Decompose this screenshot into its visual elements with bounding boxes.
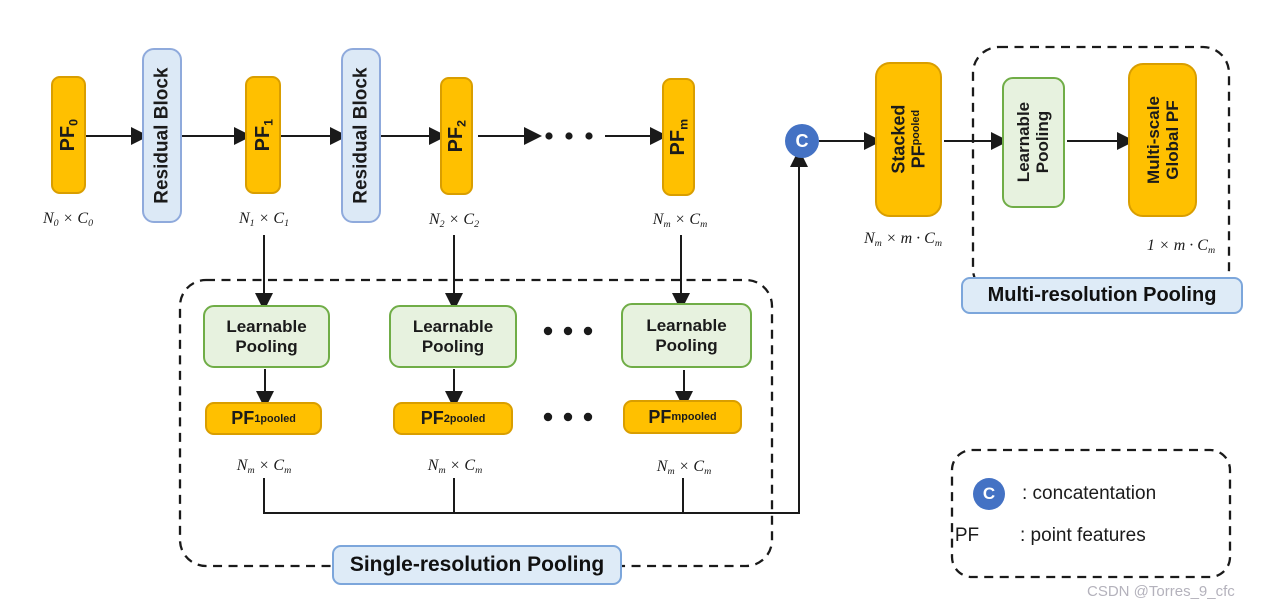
dim-nmcm-3: Nm × Cm [656,458,712,477]
stacked-pf-pooled-box: Stacked PFpooled [875,62,942,217]
lp1-line1: Learnable [226,317,307,337]
ellipsis-dots [543,132,593,422]
global-pf-line2: Global PF [1162,100,1182,180]
single-res-learnable-pooling-2: Learnable Pooling [389,305,517,368]
dim-n0c0: N0 × C0 [42,210,94,229]
dim-1-m-cm: 1 × m · Cm [1146,237,1216,256]
pf2-box: PF2 [440,77,473,195]
pf2-label: PF2 [445,119,469,153]
pf0-box: PF0 [51,76,86,194]
multi-res-learnable-pooling-box: Learnable Pooling [1002,77,1065,208]
pfm-box: PFm [662,78,695,196]
concat-node: C [785,124,819,158]
dim-n1c1: N1 × C1 [238,210,290,229]
pf1-label: PF1 [251,118,276,152]
single-res-learnable-pooling-3: Learnable Pooling [621,303,752,368]
dim-nm-m-cm: Nm × m · Cm [863,230,943,249]
dim-n2c2: N2 × C2 [428,211,480,230]
legend-concat-icon: C [973,478,1005,510]
pf0-label: PF0 [57,118,81,152]
legend-pf-desc: : point features [1020,525,1146,546]
legend-outline [950,448,1232,579]
single-resolution-pooling-outline [178,278,774,568]
pfm-label: PFm [667,118,691,156]
pf1-box: PF1 [245,76,281,194]
single-resolution-pooling-title: Single-resolution Pooling [332,545,622,585]
legend-pf-symbol: PF [954,525,980,546]
multi-resolution-pooling-title: Multi-resolution Pooling [961,277,1243,314]
multi-scale-global-pf-box: Multi-scale Global PF [1128,63,1197,217]
watermark: CSDN @Torres_9_cfc [1087,583,1235,600]
lp1-line2: Pooling [235,336,298,356]
dim-nmcm-top: Nm × Cm [652,211,708,230]
stacked-label-line2: PFpooled [908,110,929,169]
multi-resolution-pooling-outline [971,45,1231,297]
lp2-line1: Learnable [412,317,494,337]
multi-res-pooling-line1: Learnable [1014,102,1034,183]
legend-concat-symbol: C [982,484,996,503]
multi-res-pooling-line2: Pooling [1033,111,1053,174]
residual-block-2: Residual Block [341,48,381,223]
concat-node-label: C [795,130,809,151]
single-res-learnable-pooling-1: Learnable Pooling [203,305,330,368]
residual-block-1: Residual Block [142,48,182,223]
legend-concat-desc: : concatentation [1022,483,1157,504]
dim-nmcm-2: Nm × Cm [427,457,483,476]
lp2-line2: Pooling [421,336,485,356]
residual-block-1-label: Residual Block [151,67,173,204]
stacked-label-line1: Stacked [888,104,909,175]
lp3-line2: Pooling [655,335,718,355]
dim-nmcm-1: Nm × Cm [236,457,292,476]
lp3-line1: Learnable [646,316,727,336]
residual-block-2-label: Residual Block [350,67,372,204]
global-pf-line1: Multi-scale [1143,96,1163,184]
